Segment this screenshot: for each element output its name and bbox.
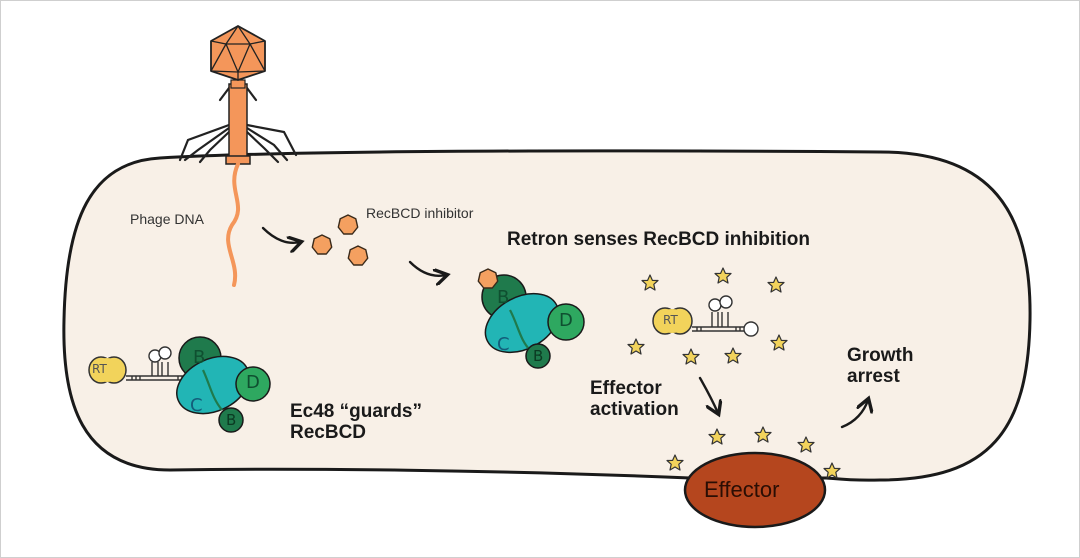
retron-rt-left (88, 356, 127, 384)
recbcd-inhibited (477, 268, 585, 369)
arrow-dna-to-inhibitor (261, 226, 300, 243)
growth-arrest-label: Growth arrest (847, 345, 914, 387)
bacteriophage (178, 24, 298, 287)
effector-activation-line1: Effector (590, 378, 662, 399)
arrow-growth-arrest (840, 400, 868, 429)
effector-activation-label: Effector activation (590, 378, 679, 420)
recb2-label-center: B (533, 347, 544, 365)
arrow-effector-activation (698, 376, 718, 413)
recd-label-center: D (559, 310, 573, 331)
rt-label-right: RT (663, 313, 678, 327)
retron-recbcd-complex-left (88, 336, 271, 433)
recb2-label-left: B (226, 411, 237, 429)
retron-released (652, 295, 759, 337)
recb-label-left: B (193, 347, 206, 368)
arrow-inhibitor-to-recbcd (408, 260, 446, 276)
recc-label-center: C (497, 334, 510, 355)
ec48-guards-line2: RecBCD (290, 422, 367, 443)
phage-dna-label: Phage DNA (130, 211, 204, 227)
growth-arrest-line1: Growth (847, 345, 914, 366)
effector-protein (683, 451, 827, 529)
retron-senses-heading: Retron senses RecBCD inhibition (507, 229, 810, 250)
recc-label-left: C (190, 395, 203, 416)
recbcd-inhibitor-label: RecBCD inhibitor (366, 205, 474, 221)
effector-activation-line2: activation (590, 399, 679, 420)
recd-label-left: D (246, 372, 260, 393)
growth-arrest-line2: arrest (847, 366, 900, 387)
ec48-guards-label: Ec48 “guards” RecBCD (290, 401, 422, 443)
phage-dna-strand (226, 162, 240, 287)
effector-label: Effector (704, 477, 780, 502)
rt-label-left: RT (92, 362, 107, 376)
ec48-guards-line1: Ec48 “guards” (290, 401, 422, 422)
recb-label-center: B (497, 287, 510, 308)
